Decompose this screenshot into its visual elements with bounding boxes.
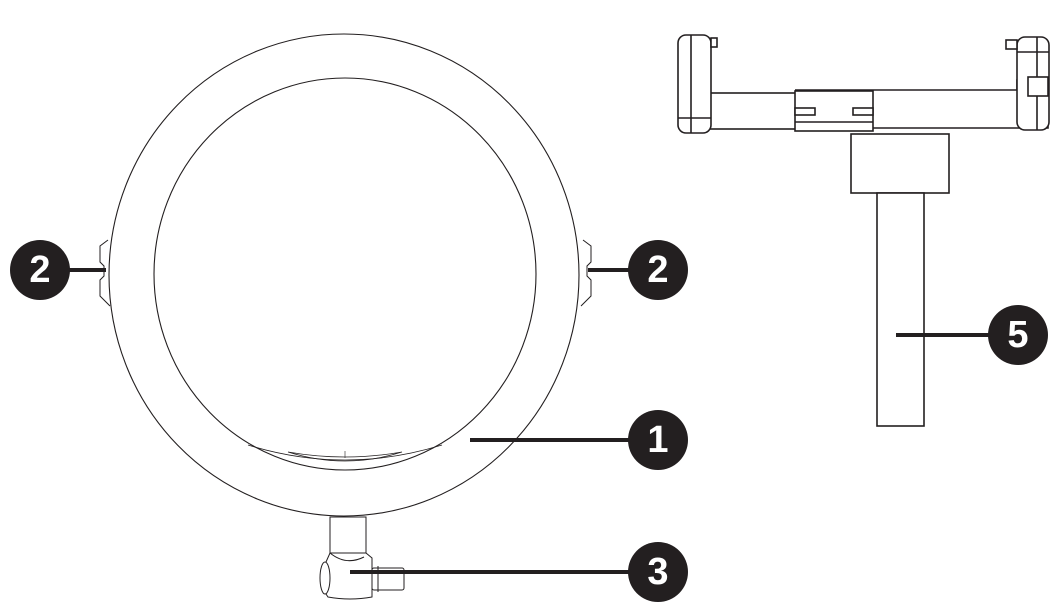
callout-2-right: 2 [628,240,688,300]
leader-line-2-right [588,268,630,272]
callout-label: 3 [647,551,669,593]
callout-2-left: 2 [10,240,70,300]
leader-line-3 [350,570,632,574]
clamp-right-pin [1005,39,1018,50]
clamp-left-pin [710,37,718,48]
holder-rod [876,192,925,427]
holder-neck [850,133,950,194]
callout-1: 1 [628,410,688,470]
leader-line-1 [470,438,632,442]
leader-line-5 [896,333,992,337]
callout-label: 2 [647,249,669,291]
leader-line-2-left [66,268,106,272]
ring-bottom-slot-inner [287,451,403,462]
callout-3: 3 [628,542,688,602]
clamp-right-button [1027,76,1049,97]
side-button-right-shape [580,239,592,307]
callout-5: 5 [988,305,1048,365]
knob-cap [319,561,331,595]
clamp-left [677,34,712,134]
slot-left [794,107,816,116]
phone-holder [677,34,1050,427]
ring-bottom-slot [247,444,443,461]
ring-outer [108,33,580,517]
ball-head-mount [319,516,405,600]
callout-label: 5 [1007,314,1029,356]
holder-bar-left [709,92,801,130]
callout-label: 1 [647,419,669,461]
ring-inner [153,77,537,471]
ring-light [99,33,592,517]
stem [329,516,367,554]
callout-label: 2 [29,249,51,291]
slot-right [852,107,874,116]
